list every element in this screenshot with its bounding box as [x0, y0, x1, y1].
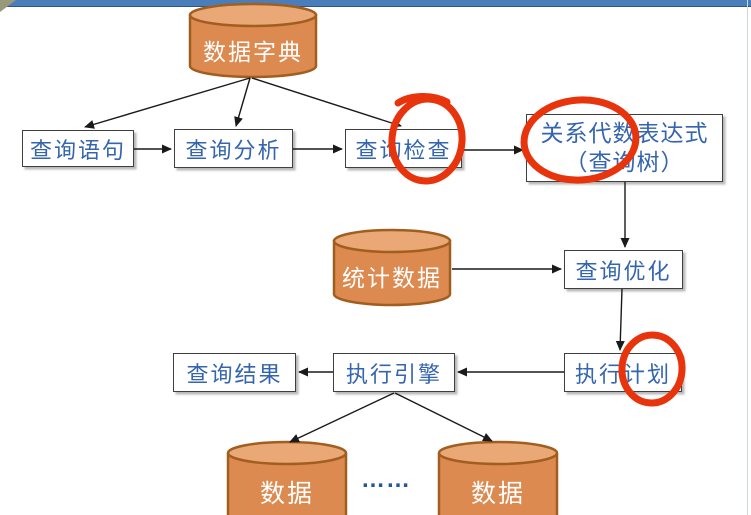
query-optimization-box: 查询优化 — [564, 250, 683, 289]
execution-plan-box: 执行计划 — [564, 353, 682, 392]
data-dictionary-cylinder: 数据字典 — [188, 2, 318, 80]
relational-algebra-box: 关系代数表达式 （查询树） — [526, 114, 723, 182]
ellipsis-label: …… — [361, 466, 411, 493]
arrow-dictionary-to-check — [251, 77, 402, 128]
slide-top-accent-bar — [0, 0, 751, 7]
box-label-line2: （查询树） — [564, 149, 685, 175]
execution-engine-box: 执行引擎 — [333, 353, 455, 392]
query-result-box: 查询结果 — [173, 353, 296, 392]
arrow-engine-to-data-left — [289, 392, 395, 443]
query-statement-box: 查询语句 — [22, 130, 134, 167]
data-cylinder-right: 数据 — [437, 440, 559, 515]
box-label: 查询检查 — [355, 137, 452, 163]
cylinder-shape — [226, 440, 348, 515]
slide-corner-decoration — [0, 0, 16, 24]
query-analysis-box: 查询分析 — [174, 129, 293, 168]
box-label: 查询优化 — [575, 258, 672, 284]
box-label: 执行引擎 — [345, 361, 442, 387]
cylinder-label: 数据 — [470, 480, 525, 508]
box-label-line1: 关系代数表达式 — [540, 120, 709, 146]
box-label: 查询分析 — [185, 137, 282, 163]
arrow-dictionary-to-analysis — [234, 77, 251, 127]
arrow-optimization-to-plan — [615, 288, 625, 351]
statistics-data-cylinder: 统计数据 — [332, 228, 452, 308]
cylinder-shape — [332, 228, 452, 307]
data-cylinder-left: 数据 — [226, 440, 348, 515]
arrow-dictionary-to-statement — [84, 77, 251, 129]
cylinder-label: 数据 — [259, 480, 314, 508]
slide-right-edge-line — [747, 0, 748, 515]
red-circle-check-tail — [394, 93, 451, 107]
box-label: 查询语句 — [29, 137, 126, 163]
box-label: 执行计划 — [574, 361, 671, 387]
cylinder-shape — [188, 2, 318, 79]
arrow-engine-to-data-right — [394, 392, 493, 442]
cylinder-label: 数据字典 — [203, 39, 303, 65]
box-label: 查询结果 — [186, 361, 283, 387]
cylinder-shape — [437, 440, 559, 515]
cylinder-label: 统计数据 — [342, 265, 442, 291]
query-check-box: 查询检查 — [345, 129, 462, 168]
